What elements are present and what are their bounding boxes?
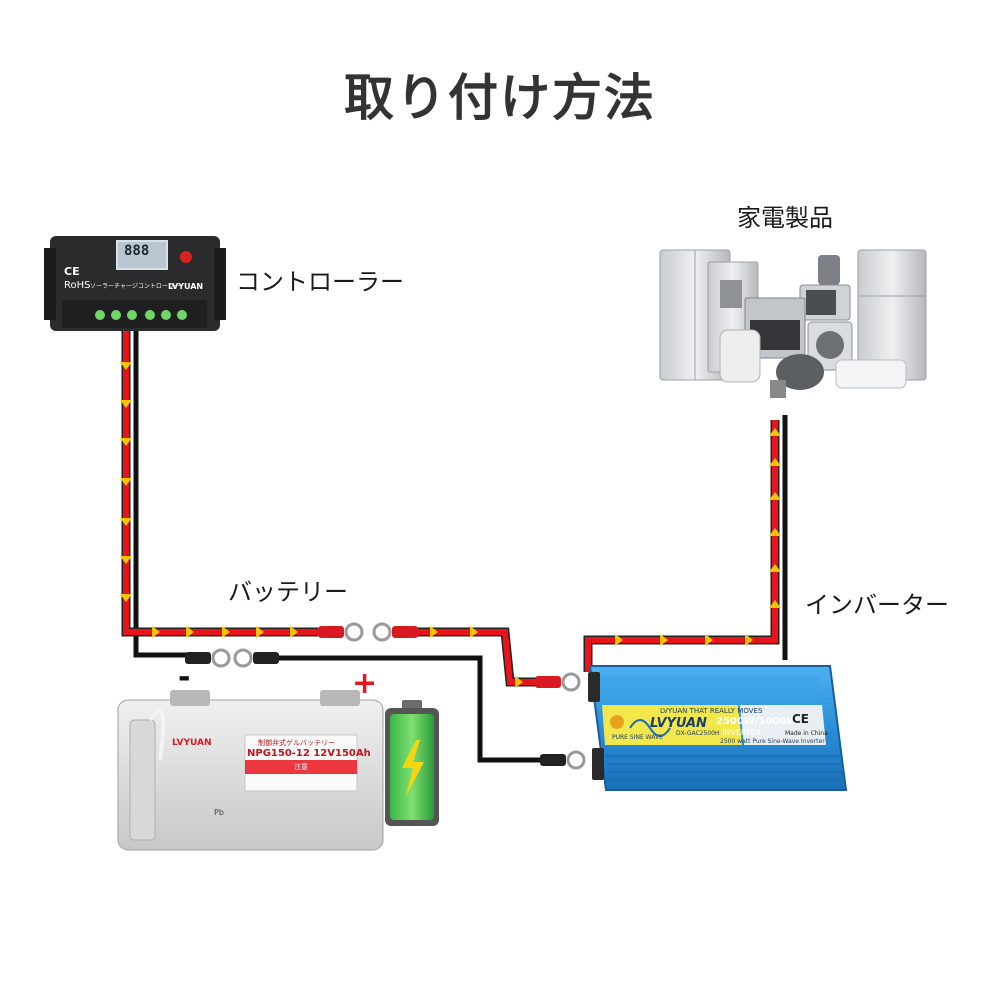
battery-negative-sign: - [178,660,191,695]
label-appliances: 家電製品 [737,204,833,232]
label-battery: バッテリー [228,578,348,606]
inverter-brand: LVYUAN [650,716,707,731]
controller-lcd-digits: 888 [124,243,150,259]
battery-model: NPG150-12 12V150Ah [247,748,371,759]
label-controller: コントローラー [236,268,404,296]
ring-terminal-black-1 [185,648,231,668]
battery-warning: 注意 [294,763,308,771]
inverter-tagline: LVYUAN THAT REALLY MOVES [660,707,763,715]
red-wire-controller-battery [121,330,318,637]
ring-terminal-black-2 [233,648,279,668]
inverter-image [588,665,848,791]
gel-battery-image [117,690,384,851]
inverter-ce-mark: CE [792,712,810,726]
controller-subtitle: ソーラーチャージコントローラー [90,283,180,290]
controller-rohs-mark: RoHS [64,280,91,291]
battery-charge-icon [385,700,439,826]
battery-type: 制御弁式ゲルバッテリー [258,739,335,747]
inverter-rating: 2500W/5000W [716,716,798,727]
inverter-product: INVERTER [722,728,762,737]
page-title: 取り付け方法 [344,69,656,127]
red-wire-inverter-appliances [583,420,780,672]
charge-controller-image [44,236,226,331]
ring-terminal-red-2 [372,622,418,642]
battery-pb-mark: Pb [214,808,224,817]
black-wire-battery-inverter [265,655,545,763]
inverter-desc: 2500 watt Pure Sine-Wave Inverter [720,738,825,745]
inverter-model: DX-GAC2500H [676,730,720,737]
controller-ce-mark: CE [64,265,80,278]
label-inverter: インバーター [805,591,949,619]
current-arrows [120,362,781,688]
black-wire-controller-battery [133,330,190,658]
inverter-origin: Made in China [785,730,828,737]
battery-positive-sign: + [352,666,378,701]
red-wire-battery-inverter [402,627,540,687]
ring-terminal-red-1 [318,622,364,642]
home-appliances-image [659,249,927,398]
controller-brand: LVYUAN [168,282,204,291]
ring-terminal-inverter-red [535,672,581,692]
ring-terminal-inverter-black [540,750,586,770]
battery-brand: LVYUAN [172,738,212,748]
inverter-wave: PURE SINE WAVE [612,734,663,741]
